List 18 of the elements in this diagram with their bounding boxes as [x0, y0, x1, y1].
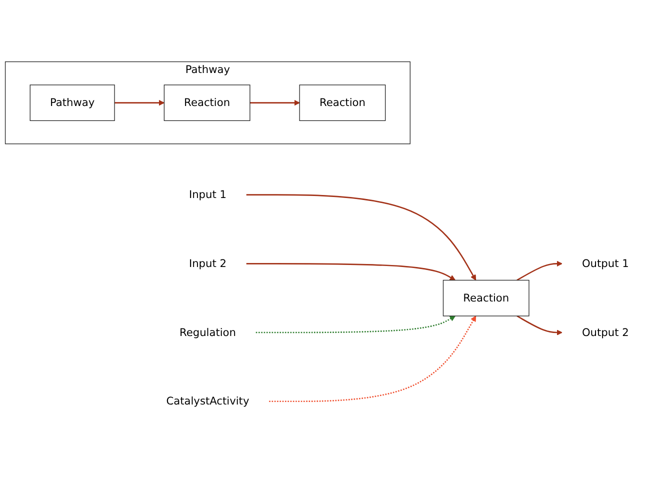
- node-box: Reaction: [164, 84, 250, 121]
- arrow: [256, 316, 456, 334]
- node-text: Output 2: [582, 326, 629, 338]
- arrow: [269, 316, 476, 402]
- arrow: [250, 100, 300, 106]
- node-text: Input 2: [188, 257, 226, 270]
- node-box: Pathway: [30, 84, 115, 121]
- arrow: [246, 194, 476, 280]
- node-text: Input 1: [188, 188, 226, 201]
- node-text: CatalystActivity: [166, 394, 250, 408]
- arrow: [246, 263, 456, 280]
- node-text: Regulation: [179, 326, 236, 338]
- node-box: Reaction: [299, 84, 386, 121]
- node-box: Reaction: [442, 280, 530, 316]
- arrow: [516, 315, 562, 336]
- arrow: [114, 100, 164, 106]
- node-text: Output 1: [582, 257, 629, 270]
- arrow: [516, 260, 562, 281]
